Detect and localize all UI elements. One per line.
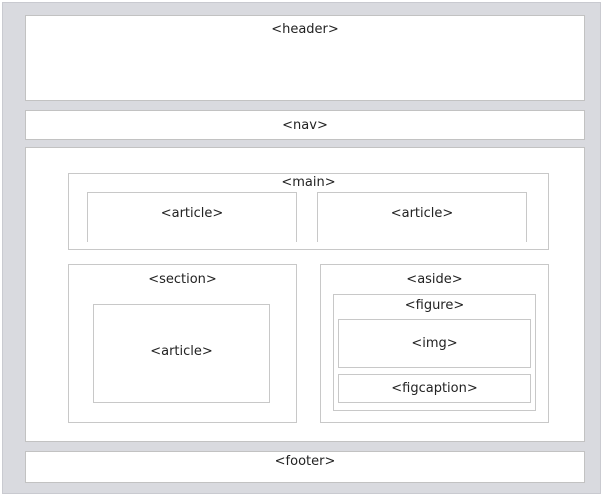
section-article-label: <article> (150, 344, 213, 359)
section-label: <section> (148, 272, 217, 287)
figcaption-box: <figcaption> (338, 374, 531, 403)
nav-box: <nav> (25, 110, 585, 140)
figure-label: <figure> (404, 298, 465, 313)
section-article: <article> (93, 304, 270, 403)
main-article-right: <article> (317, 192, 527, 242)
header-box: <header> (25, 15, 585, 101)
header-label: <header> (271, 22, 339, 37)
main-article-right-label: <article> (390, 206, 454, 221)
aside-label: <aside> (406, 272, 463, 287)
footer-label: <footer> (274, 454, 336, 469)
figcaption-label: <figcaption> (391, 381, 478, 396)
img-label: <img> (411, 336, 458, 351)
img-box: <img> (338, 319, 531, 368)
footer-box: <footer> (25, 451, 585, 483)
nav-label: <nav> (282, 118, 328, 133)
main-article-left: <article> (87, 192, 297, 242)
main-article-left-label: <article> (160, 206, 224, 221)
main-label: <main> (281, 175, 336, 190)
